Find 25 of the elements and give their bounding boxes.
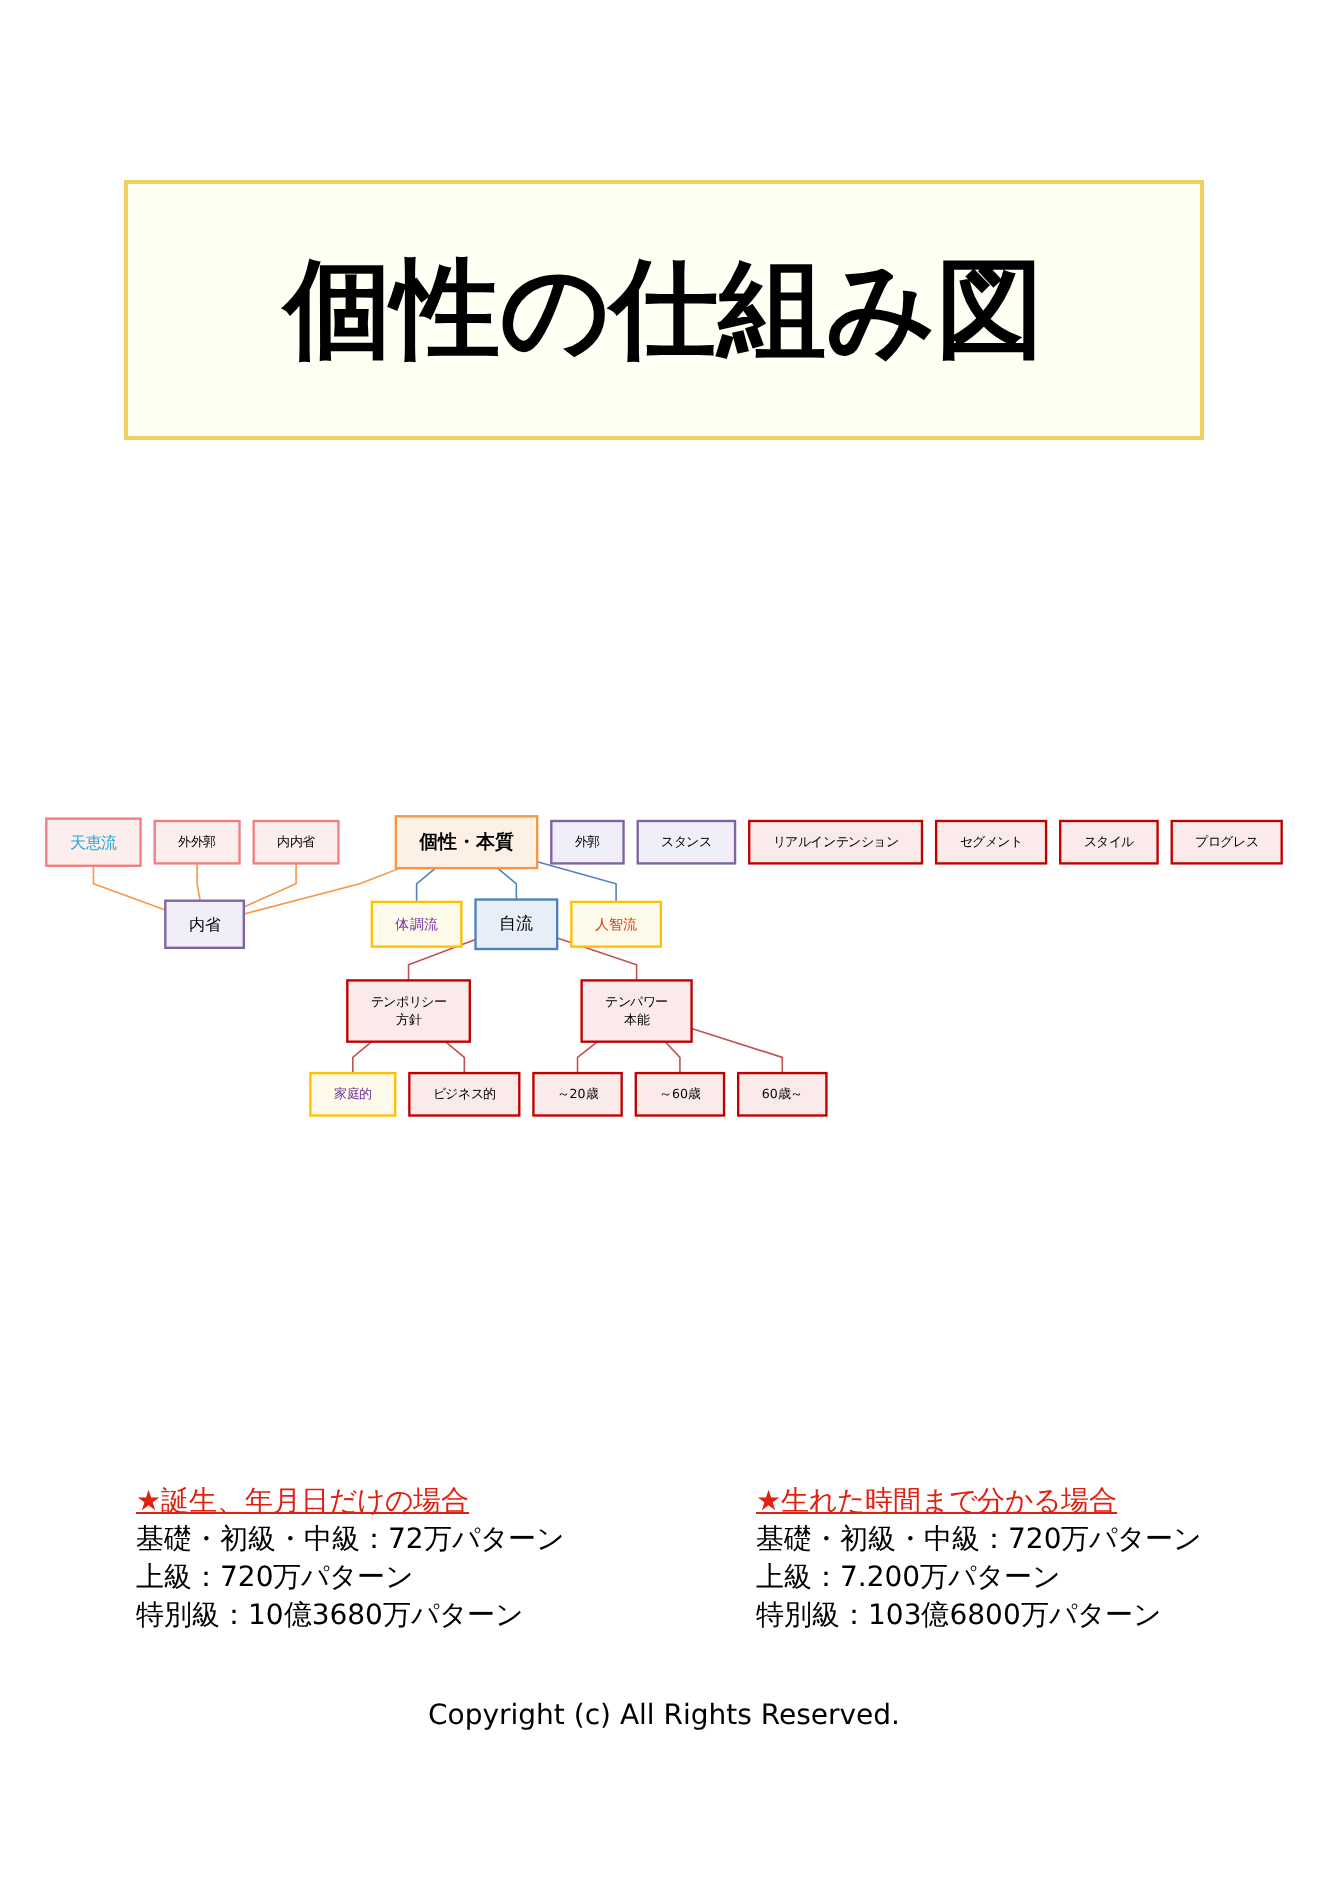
note-text: 上級：7.200万パターン xyxy=(756,1560,1063,1598)
connector xyxy=(496,866,518,900)
connector xyxy=(664,1040,681,1073)
note-heading: ★誕生、年月日だけの場合 xyxy=(136,1484,472,1522)
copyright-caption: Copyright (c) All Rights Reserved. xyxy=(426,1700,902,1732)
connector xyxy=(352,1040,373,1073)
connector xyxy=(92,864,167,910)
node-box: 自流 xyxy=(474,897,559,950)
connector xyxy=(407,937,477,981)
title-box: 個性の仕組み図 xyxy=(124,180,1204,440)
connector xyxy=(415,866,437,902)
note-text: 基礎・初級・中級：720万パターン xyxy=(756,1522,1202,1560)
connector xyxy=(243,866,401,914)
note-text: 特別級：103億6800万パターン xyxy=(756,1598,1163,1636)
connector xyxy=(243,861,297,907)
connector xyxy=(196,861,201,901)
connector xyxy=(690,1026,784,1073)
connector xyxy=(444,1040,466,1073)
note-text: 特別級：10億3680万パターン xyxy=(136,1598,525,1636)
connector xyxy=(536,860,617,902)
connector xyxy=(576,1040,599,1073)
note-heading: ★生れた時間まで分かる場合 xyxy=(756,1484,1120,1522)
note-text: 基礎・初級・中級：72万パターン xyxy=(136,1522,564,1560)
node-box: 個性・本質 xyxy=(394,814,539,869)
note-text: 上級：720万パターン xyxy=(136,1560,416,1598)
